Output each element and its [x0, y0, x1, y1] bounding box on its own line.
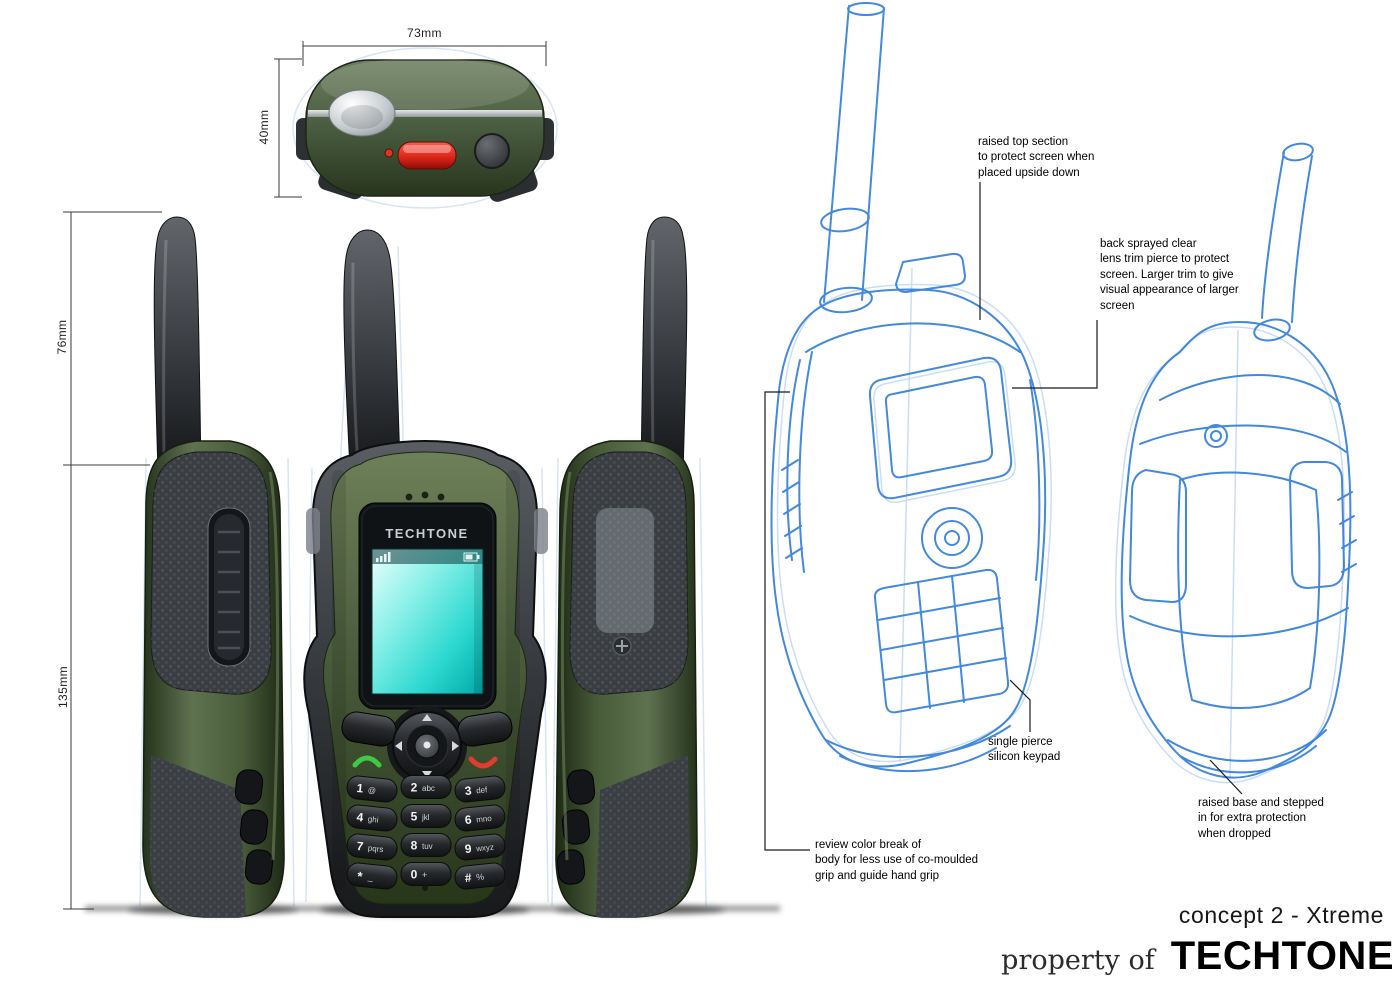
key-1: 1 @: [346, 775, 398, 803]
battery-icon: [463, 552, 480, 562]
svg-text:jkl: jkl: [421, 813, 430, 822]
dpad-arrows: [395, 714, 459, 778]
antenna: [343, 229, 401, 478]
svg-text:0: 0: [411, 868, 418, 882]
key-3: 3 def: [454, 775, 506, 803]
svg-text:5: 5: [411, 810, 418, 824]
phone-front: TECHTONE: [303, 229, 548, 918]
svg-text:8: 8: [411, 839, 418, 853]
svg-text:#: #: [464, 870, 472, 885]
svg-text:+: +: [422, 870, 427, 880]
screen-module: TECHTONE: [358, 502, 497, 710]
speaker-dots: [405, 491, 445, 501]
key-7: 7 pqrs: [346, 833, 398, 861]
sketch-front-view: [770, 2, 1047, 773]
key-8: 8 tuv: [400, 833, 452, 857]
property-of-label: property of: [1001, 945, 1155, 976]
sketch-echo-lines: [776, 267, 1346, 784]
brand-logo-text: TECHTONE: [1170, 934, 1394, 978]
screw-icon: [612, 636, 632, 656]
svg-text:@: @: [367, 786, 376, 796]
dimension-antenna-label: 76mm: [55, 319, 69, 355]
key-6: 6 mno: [454, 804, 506, 832]
dpad-cluster: [341, 706, 513, 786]
svg-text:mno: mno: [476, 814, 493, 825]
svg-text:*: *: [357, 869, 365, 885]
svg-text:_: _: [366, 871, 374, 882]
dimension-lines: [63, 41, 547, 910]
screen-brand-label: TECHTONE: [385, 526, 468, 541]
svg-text:7: 7: [356, 839, 364, 854]
svg-text:tuv: tuv: [422, 842, 433, 851]
lcd-screen: [371, 548, 484, 695]
key-4: 4 ghi: [346, 804, 398, 832]
key-9: 9 wxyz: [454, 833, 506, 861]
annotation-lens-trim: back sprayed clear lens trim pierce to p…: [1100, 238, 1239, 312]
svg-text:3: 3: [464, 783, 472, 798]
signal-icon: [376, 552, 391, 562]
volume-rocker: [207, 507, 251, 667]
mic-hole: [422, 885, 428, 891]
end-key-icon: [468, 756, 498, 769]
svg-text:4: 4: [356, 810, 364, 825]
svg-text:pqrs: pqrs: [367, 844, 383, 855]
svg-text:9: 9: [464, 841, 472, 856]
side-buttons: [234, 769, 274, 885]
concept-title: concept 2 - Xtreme: [1178, 902, 1384, 928]
key-star: * _: [346, 862, 398, 890]
led-indicator: [384, 148, 394, 158]
top-speaker-dome: [328, 89, 396, 137]
top-speaker-port: [474, 133, 510, 169]
dimension-width-label: 73mm: [407, 26, 442, 40]
key-2: 2 abc: [400, 775, 452, 799]
svg-text:%: %: [476, 872, 485, 883]
key-0: 0 +: [400, 862, 452, 886]
property-line: property of TECHTONE: [1001, 934, 1394, 979]
antenna: [153, 216, 202, 473]
leader-lines: [764, 182, 1243, 851]
sketch-rear-view: [1120, 142, 1357, 779]
svg-text:1: 1: [356, 781, 364, 796]
call-key-icon: [352, 755, 382, 768]
svg-text:def: def: [476, 785, 489, 795]
annotation-color-break: review color break of body for less use …: [815, 839, 979, 882]
svg-text:2: 2: [411, 781, 418, 795]
dimension-body-label: 135mm: [56, 666, 70, 709]
antenna: [640, 216, 688, 473]
key-hash: # %: [454, 862, 506, 890]
svg-text:abc: abc: [422, 784, 435, 793]
annotation-raised-top: raised top section to protect screen whe…: [978, 136, 1095, 179]
keypad: 1 @ 2 abc 3 def 4 ghi 5 jkl: [346, 775, 506, 890]
svg-text:wxyz: wxyz: [475, 843, 495, 854]
dimension-depth-label: 40mm: [257, 109, 271, 145]
annotation-keypad: single pierce silicon keypad: [988, 736, 1061, 764]
svg-text:6: 6: [464, 812, 472, 827]
side-buttons: [556, 769, 596, 885]
svg-text:ghi: ghi: [367, 815, 379, 825]
key-5: 5 jkl: [400, 804, 452, 828]
annotation-raised-base: raised base and stepped in for extra pro…: [1198, 797, 1324, 840]
top-view: [296, 58, 554, 202]
phone-right-profile: [555, 216, 698, 918]
phone-left-profile: [142, 216, 285, 918]
ptt-button: [397, 141, 457, 170]
